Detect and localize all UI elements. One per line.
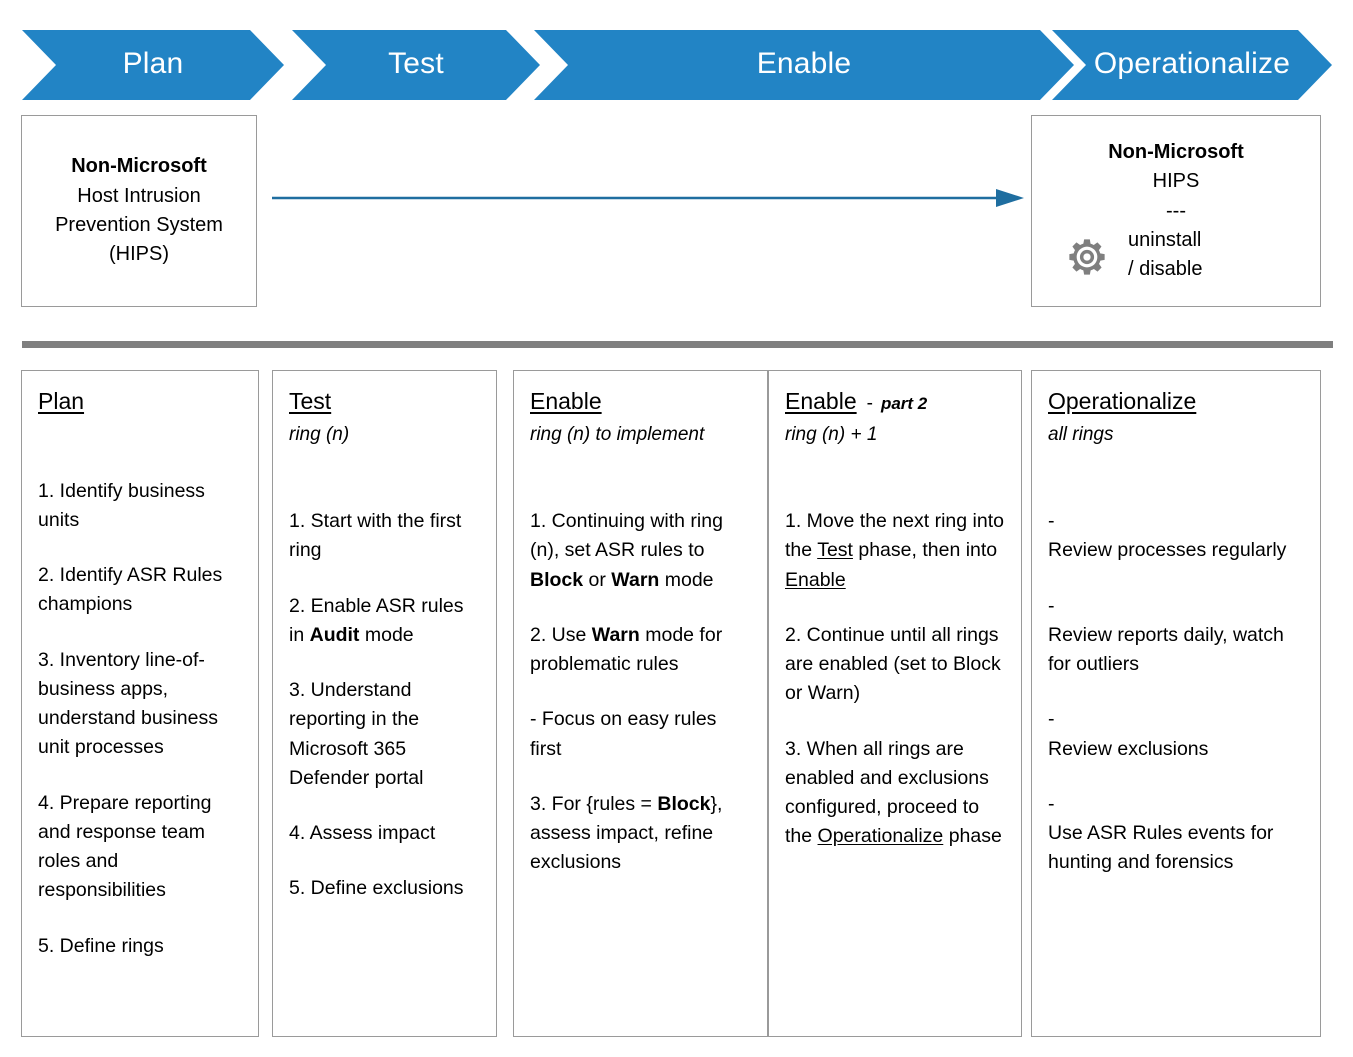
phase-chevron-test-label: Test <box>388 47 444 80</box>
phase-chevron-plan-label: Plan <box>122 47 184 80</box>
detail-column-operationalize: Operationalize all rings - Review proces… <box>1031 370 1321 1037</box>
detail-column-enable-part2-body: 1. Move the next ring into the Test phas… <box>785 507 1007 852</box>
detail-column-plan: Plan 1. Identify business units 2. Ident… <box>21 370 259 1037</box>
phase-chevron-plan[interactable]: Plan <box>22 30 284 100</box>
phase-chevron-operationalize-label: Operationalize <box>1093 47 1291 80</box>
hips-after-line2: HIPS <box>1152 170 1200 193</box>
detail-column-enable-part2-suffix: part 2 <box>880 394 928 413</box>
detail-column-test: Test ring (n) 1. Start with the first ri… <box>272 370 497 1037</box>
list-item: 2. Identify ASR Rules champions <box>38 564 223 616</box>
detail-column-test-subtitle: ring (n) <box>289 423 350 445</box>
list-item: 5. Define rings <box>38 934 164 957</box>
phase-chevron-enable-label: Enable <box>756 47 852 80</box>
list-item: 2. Enable ASR rules in Audit mode <box>289 594 464 646</box>
list-item: 4. Prepare reporting and response team r… <box>38 791 212 902</box>
hips-before-line4: (HIPS) <box>109 243 169 266</box>
detail-column-plan-title: Plan <box>38 388 85 414</box>
phase-chevron-operationalize[interactable]: Operationalize <box>1052 30 1332 100</box>
hips-before-box: Non-Microsoft Host Intrusion Prevention … <box>21 115 257 307</box>
list-item: 1. Start with the first ring <box>289 510 462 562</box>
list-item: - Review reports daily, watch for outlie… <box>1048 594 1284 676</box>
detail-column-enable-part2-subtitle: ring (n) + 1 <box>785 423 878 445</box>
detail-column-test-body: 1. Start with the first ring 2. Enable A… <box>289 507 482 904</box>
list-item: 3. For {rules = Block}, assess impact, r… <box>530 792 723 874</box>
list-item: - Review processes regularly <box>1048 510 1287 562</box>
detail-column-test-title: Test <box>289 388 332 414</box>
detail-column-enable: Enable ring (n) to implement 1. Continui… <box>513 370 768 1037</box>
hips-after-text: Non-Microsoft HIPS --- <box>1032 138 1320 226</box>
phase-chevron-enable[interactable]: Enable <box>534 30 1074 100</box>
hips-after-action: uninstall / disable <box>1128 226 1308 285</box>
hips-after-box: Non-Microsoft HIPS --- uninstall / disab… <box>1031 115 1321 307</box>
hips-before-line3: Prevention System <box>55 214 223 236</box>
detail-column-enable-subtitle: ring (n) to implement <box>530 423 705 445</box>
list-item: - Review exclusions <box>1048 708 1209 760</box>
hips-before-line2: Host Intrusion <box>77 184 201 207</box>
list-item: 1. Move the next ring into the Test phas… <box>785 510 1004 591</box>
hips-after-action-line1: uninstall <box>1128 229 1202 251</box>
list-item: 3. Inventory line-of-business apps, unde… <box>38 648 218 759</box>
list-item: 2. Continue until all rings are enabled … <box>785 623 1001 705</box>
gear-icon <box>1069 239 1105 275</box>
list-item: 3. When all rings are enabled and exclus… <box>785 737 1002 848</box>
detail-column-plan-body: 1. Identify business units 2. Identify A… <box>38 477 244 961</box>
detail-column-operationalize-subtitle: all rings <box>1048 423 1114 445</box>
list-item: - Focus on easy rules first <box>530 708 717 760</box>
phase-chevron-test[interactable]: Test <box>292 30 540 100</box>
hips-after-line1: Non-Microsoft <box>1108 141 1244 163</box>
right-arrow-icon <box>272 189 1024 207</box>
list-item: 4. Assess impact <box>289 822 436 844</box>
detail-column-enable-part2: Enable-part 2 ring (n) + 1 1. Move the n… <box>768 370 1022 1037</box>
hips-after-action-line2: / disable <box>1128 258 1203 281</box>
list-item: 2. Use Warn mode for problematic rules <box>530 623 723 675</box>
detail-column-enable-part2-dash: - <box>866 393 873 414</box>
detail-column-operationalize-body: - Review processes regularly - Review re… <box>1048 507 1306 878</box>
detail-column-operationalize-title: Operationalize <box>1048 388 1197 414</box>
section-divider <box>22 341 1333 348</box>
list-item: - Use ASR Rules events for hunting and f… <box>1048 792 1274 874</box>
list-item: 1. Identify business units <box>38 479 205 531</box>
list-item: 3. Understand reporting in the Microsoft… <box>289 679 424 789</box>
list-item: 5. Define exclusions <box>289 877 464 900</box>
detail-column-enable-title: Enable <box>530 388 602 414</box>
hips-after-line3: --- <box>1166 199 1186 222</box>
detail-column-enable-body: 1. Continuing with ring (n), set ASR rul… <box>530 507 753 878</box>
hips-before-line1: Non-Microsoft <box>71 155 207 178</box>
list-item: 1. Continuing with ring (n), set ASR rul… <box>530 510 723 591</box>
phase-banner: Plan Test Enable Operationalize <box>22 30 1332 100</box>
detail-column-enable-part2-title: Enable <box>785 388 857 414</box>
